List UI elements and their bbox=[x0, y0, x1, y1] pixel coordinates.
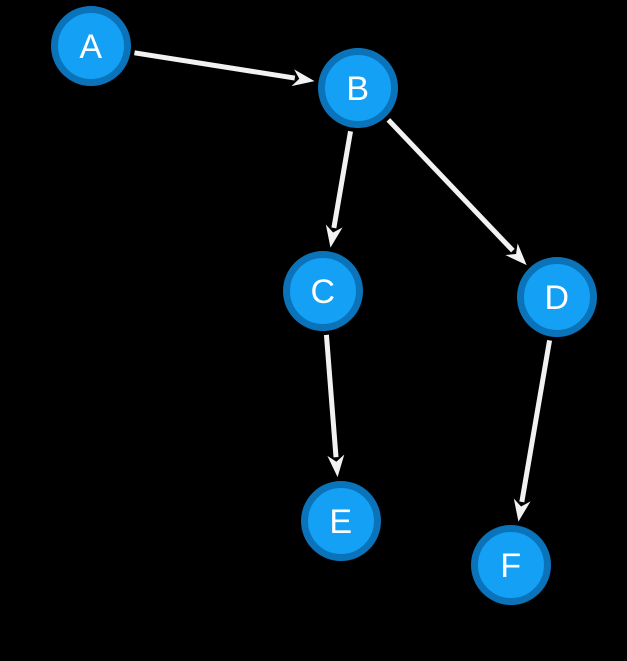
graph-edge[interactable] bbox=[323, 334, 345, 478]
graph-node-c[interactable]: C bbox=[283, 251, 363, 331]
graph-edge[interactable] bbox=[386, 118, 527, 266]
edge-arrowhead-icon bbox=[513, 498, 531, 522]
edges-layer bbox=[134, 50, 553, 522]
graph-node-f[interactable]: F bbox=[471, 525, 551, 605]
node-label: A bbox=[79, 28, 102, 66]
node-circle bbox=[318, 48, 398, 128]
edge-arrowhead-icon bbox=[325, 224, 343, 248]
node-label: B bbox=[346, 70, 369, 108]
edge-arrowhead-icon bbox=[327, 454, 345, 478]
graph-node-b[interactable]: B bbox=[318, 48, 398, 128]
node-label: D bbox=[544, 279, 569, 317]
edge-line bbox=[323, 334, 339, 458]
edge-arrowhead-icon bbox=[291, 69, 315, 87]
graph-node-a[interactable]: A bbox=[51, 6, 131, 86]
edge-line bbox=[386, 118, 515, 253]
node-label: E bbox=[329, 503, 352, 541]
edge-line bbox=[134, 50, 296, 81]
node-circle bbox=[283, 251, 363, 331]
edge-line bbox=[519, 339, 553, 503]
graph-node-d[interactable]: D bbox=[517, 257, 597, 337]
node-label: F bbox=[500, 547, 521, 585]
node-circle bbox=[301, 481, 381, 561]
edge-arrowhead-icon bbox=[505, 243, 527, 266]
edge-line bbox=[331, 130, 353, 229]
node-circle bbox=[517, 257, 597, 337]
graph-edge[interactable] bbox=[134, 50, 315, 87]
node-label: C bbox=[310, 273, 335, 311]
graph-node-e[interactable]: E bbox=[301, 481, 381, 561]
graph-edge[interactable] bbox=[513, 339, 553, 522]
node-circle bbox=[51, 6, 131, 86]
graph-edge[interactable] bbox=[325, 130, 353, 248]
nodes-layer: A B C D E F bbox=[51, 6, 597, 605]
node-circle bbox=[471, 525, 551, 605]
